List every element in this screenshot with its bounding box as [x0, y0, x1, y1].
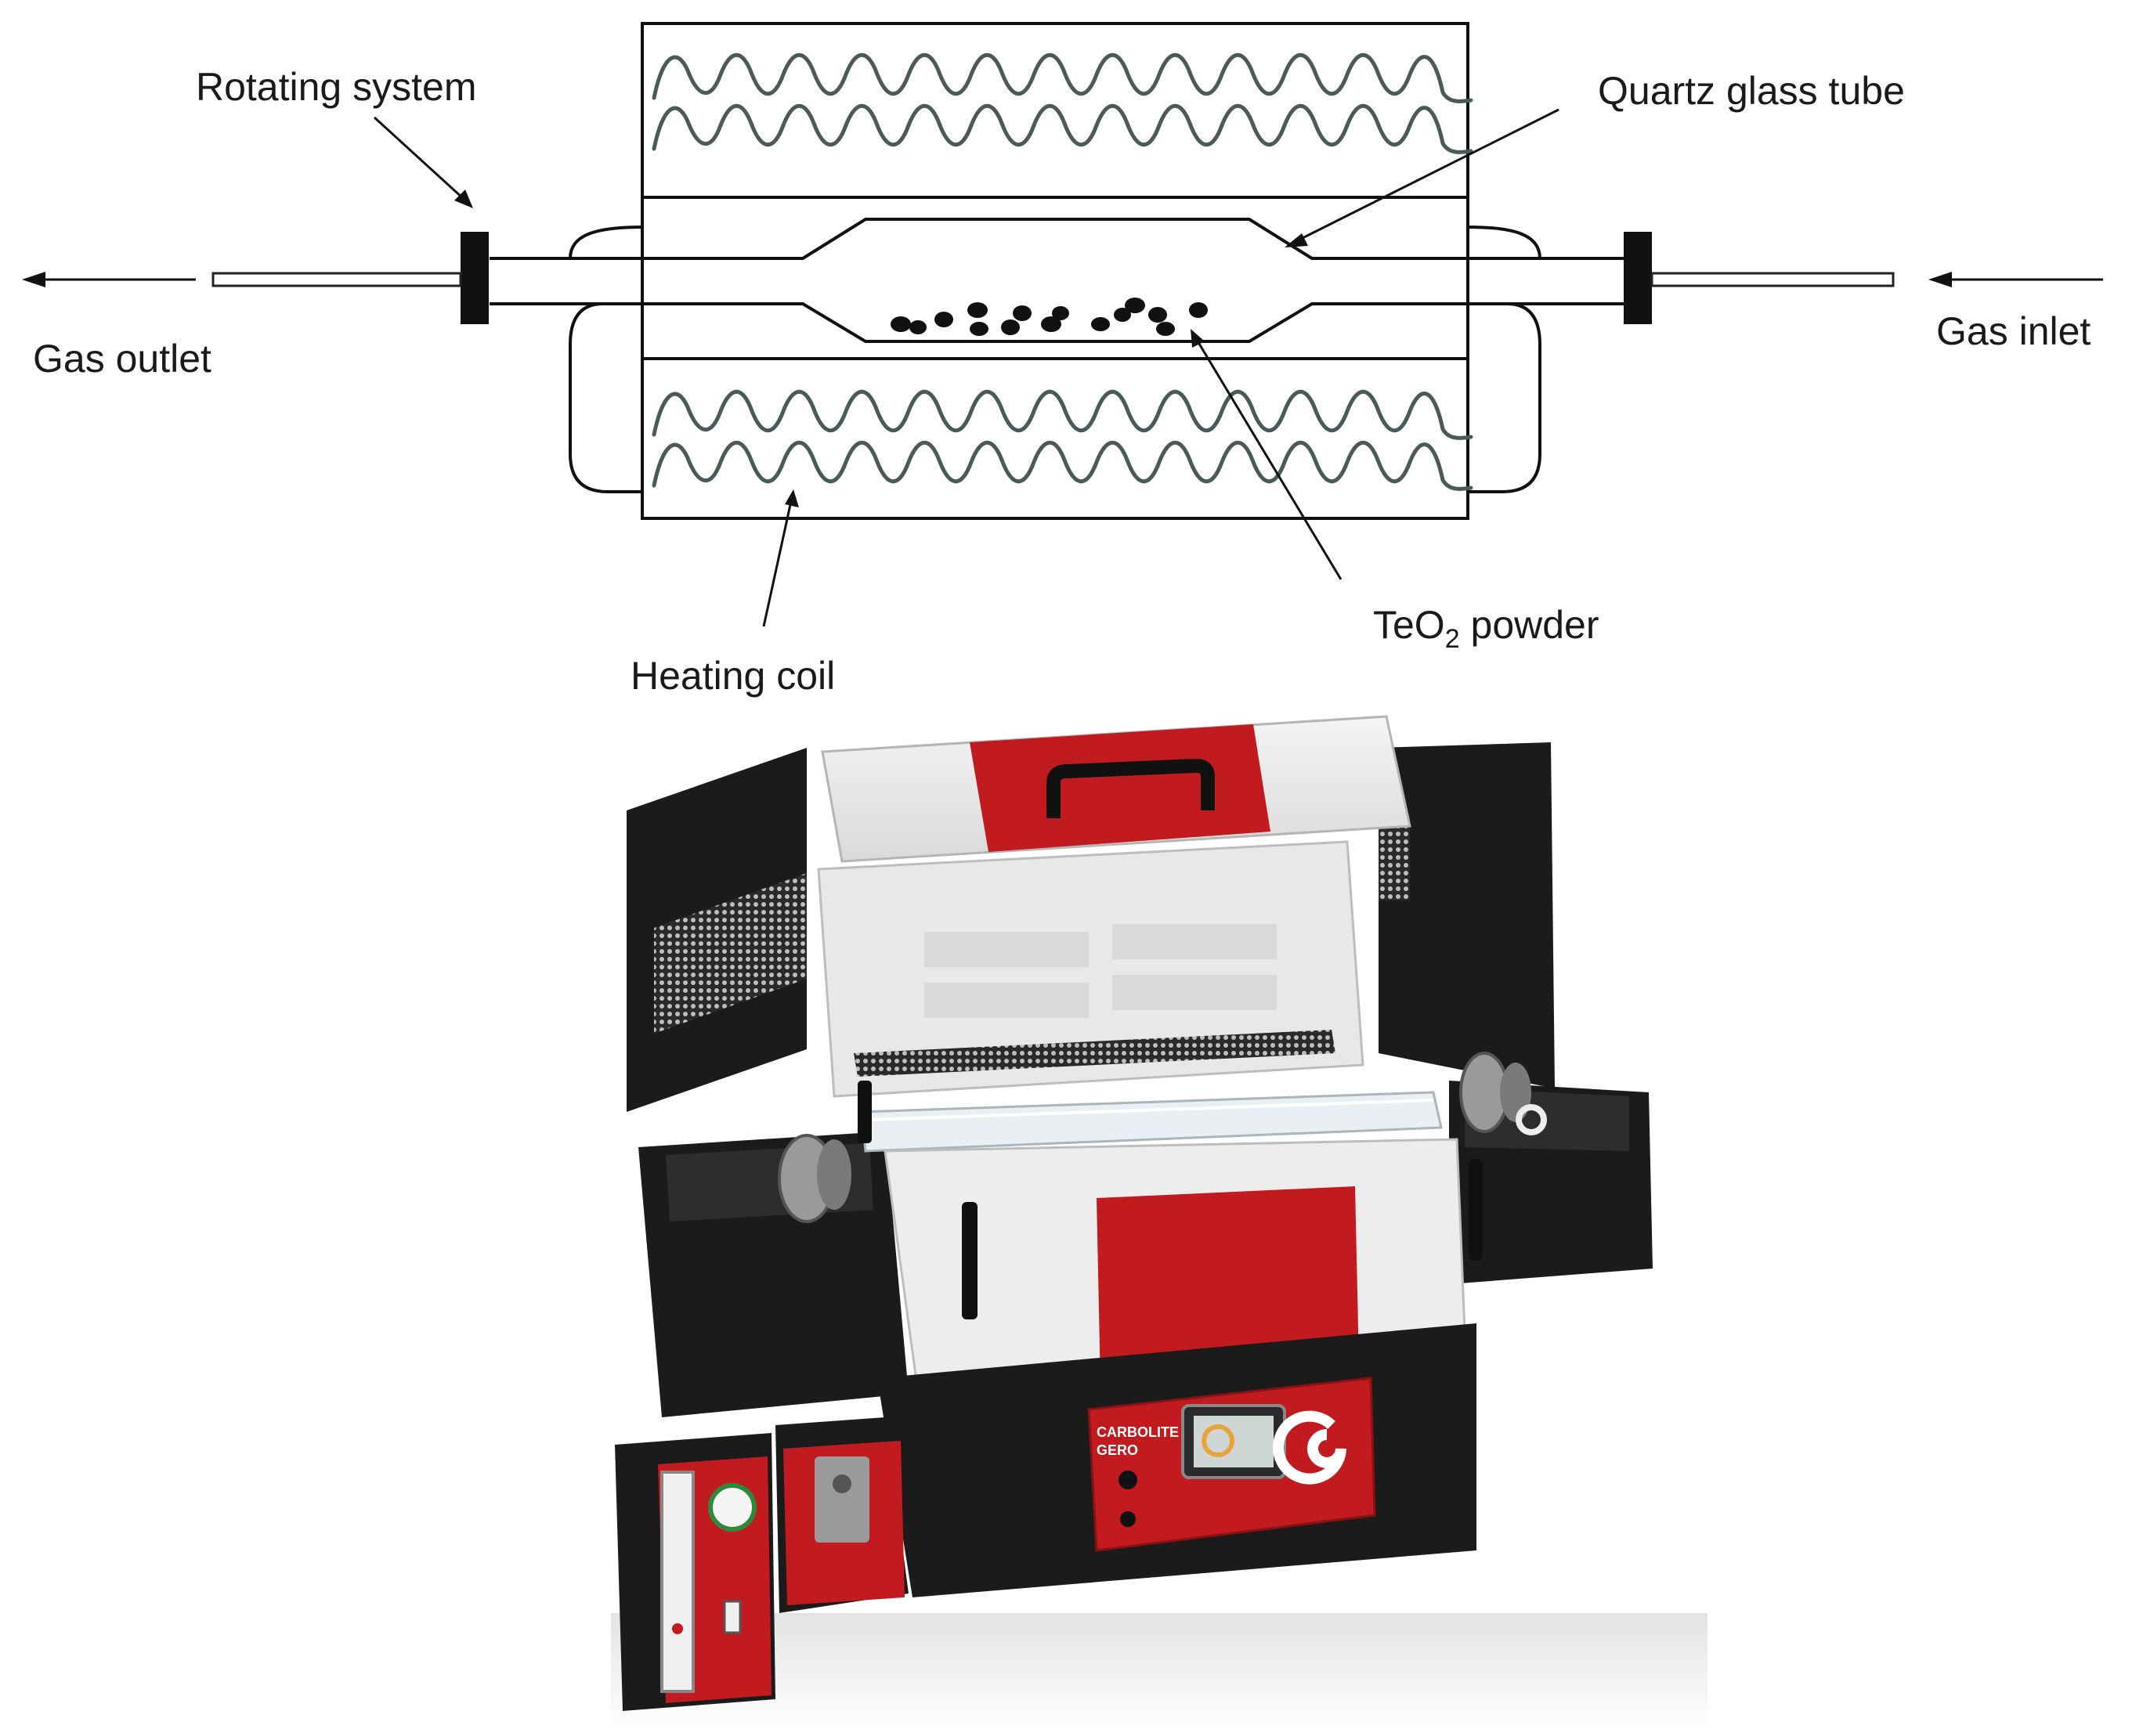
label-gas-inlet: Gas inlet: [1936, 309, 2091, 353]
teo2-powder-leader: [1191, 329, 1343, 580]
brand-logo-icon: [1273, 1410, 1346, 1485]
heating-coils: [652, 52, 1473, 491]
lower-heating-block: [641, 357, 1469, 520]
heating-coil-leader: [762, 489, 799, 627]
flowmeter-tube: [660, 1471, 695, 1693]
right-side-cover-open: [1379, 742, 1555, 1088]
teo2-rest: powder: [1460, 603, 1599, 647]
schematic-diagram: Rotating system Quartz glass tube Gas ou…: [22, 22, 2103, 698]
lid-handle: [1046, 758, 1215, 818]
quartz-glass-tube: [490, 218, 1625, 343]
lid-heater-panel-3: [924, 983, 1089, 1018]
outer-housing-right: [1467, 226, 1541, 493]
brand-line-1: CARBOLITE: [1097, 1424, 1179, 1440]
gas-inlet-arrow: [1928, 272, 2103, 287]
rotating-clamp-right: [1624, 232, 1652, 324]
rotating-clamp-left: [461, 232, 489, 324]
upper-heating-block: [641, 22, 1469, 199]
body-red-band: [1097, 1186, 1359, 1386]
gas-inlet-pipe: [1650, 272, 1895, 287]
controller-gauge: [1202, 1424, 1234, 1457]
label-gas-outlet: Gas outlet: [33, 337, 211, 381]
label-teo2-powder: TeO2 powder: [1373, 603, 1599, 654]
teo2-powder-particles: [891, 298, 1208, 336]
label-quartz-glass-tube: Quartz glass tube: [1598, 69, 1905, 113]
brand-line-2: GERO: [1097, 1442, 1138, 1458]
lid-red-band: [970, 724, 1270, 852]
heating-coil-top-1: [652, 52, 1473, 103]
quartz-tube-highlight: [869, 1099, 1434, 1121]
heating-coil-bottom-2: [652, 440, 1473, 491]
right-rotary-flange: [1459, 1052, 1547, 1135]
quartz-tube-leader: [1285, 108, 1559, 247]
right-cover-mesh: [1379, 814, 1410, 900]
indicator-light: [1120, 1511, 1136, 1527]
aux-module-knob: [833, 1474, 851, 1493]
lid-perforated-strip: [854, 1030, 1335, 1077]
teo2-subscript: 2: [1445, 624, 1460, 654]
gas-outlet-pipe: [211, 272, 462, 287]
heating-coil-top-2: [652, 103, 1473, 154]
lid-insulation: [817, 840, 1364, 1098]
left-rotary-flange: [778, 1134, 851, 1223]
left-cover-mesh: [654, 873, 807, 1034]
power-switch: [1118, 1471, 1137, 1489]
latch-top-left: [858, 1081, 872, 1143]
outer-housing-left: [569, 226, 643, 493]
pressure-gauge: [708, 1483, 757, 1532]
label-heating-coil: Heating coil: [631, 654, 835, 698]
furnace-photo: CARBOLITE GERO: [611, 715, 1708, 1731]
gas-outlet-arrow: [22, 272, 196, 287]
rotating-system-leader: [373, 116, 473, 208]
aux-module-plate: [815, 1456, 869, 1543]
latch-left: [962, 1202, 978, 1319]
lid-heater-panel-2: [1112, 924, 1277, 959]
latch-right: [1469, 1159, 1483, 1261]
lid-heater-panel-4: [1112, 975, 1277, 1010]
gas-module-valve: [723, 1600, 742, 1634]
floor-shadow: [611, 1613, 1708, 1731]
lid-heater-panel-1: [924, 932, 1089, 967]
teo2-formula: TeO: [1373, 603, 1445, 647]
label-rotating-system: Rotating system: [196, 65, 476, 109]
heating-coil-bottom-1: [652, 389, 1473, 440]
flow-indicator-ball: [672, 1623, 683, 1634]
